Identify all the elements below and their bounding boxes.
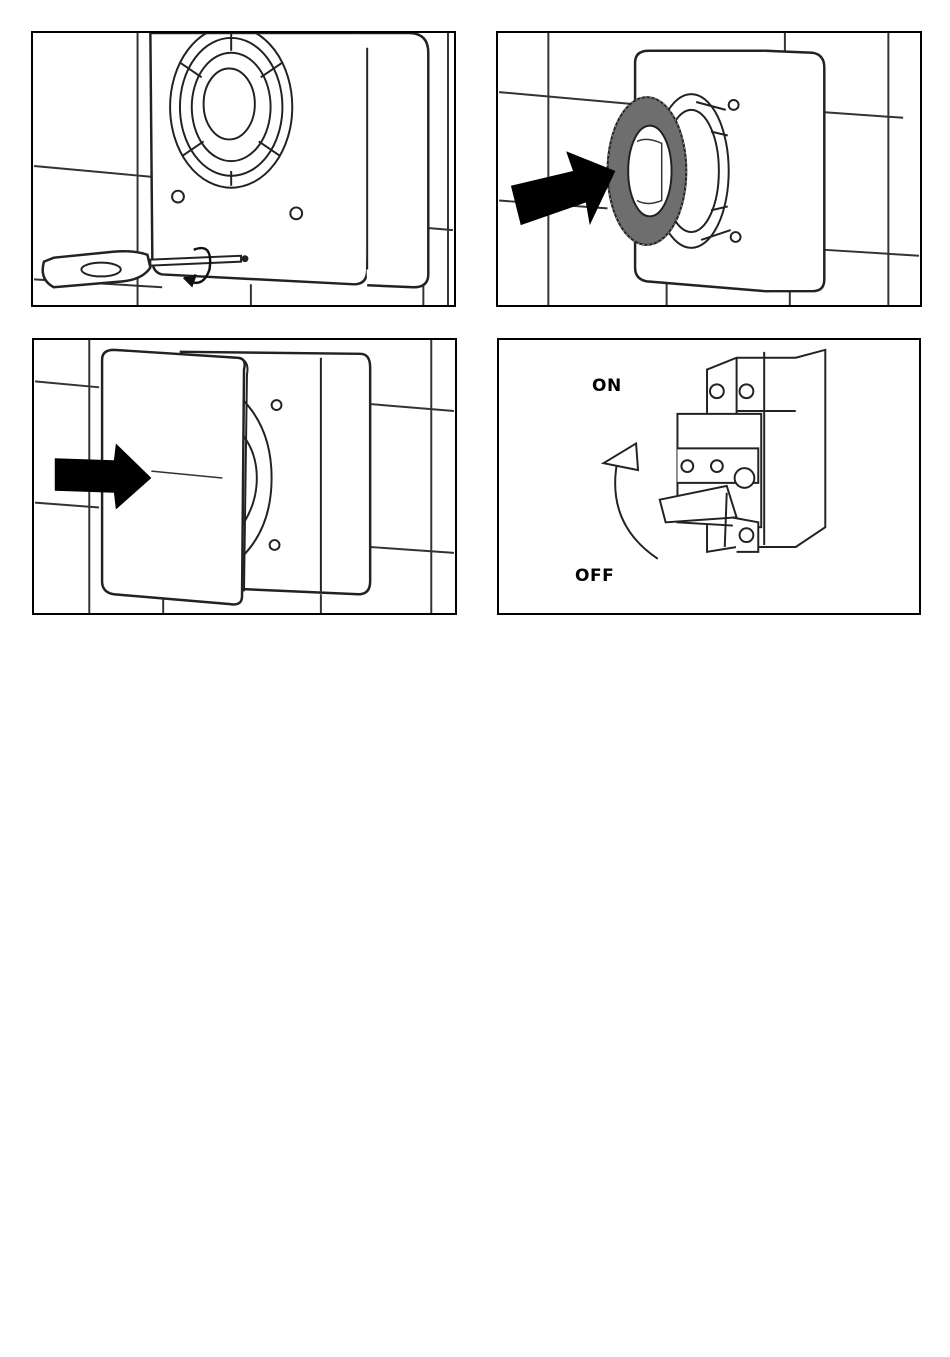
curved-arrow-icon [604, 443, 658, 558]
figure-step-1 [31, 31, 456, 307]
figure-step-2 [496, 31, 922, 307]
wall-fan-cover-illustration [34, 340, 455, 613]
wall-fan-filter-illustration [498, 33, 920, 305]
figure-step-3 [32, 338, 457, 615]
push-arrow-icon [511, 151, 615, 225]
circuit-breaker-icon [660, 350, 826, 552]
wall-fan-screwdriver-illustration [33, 33, 454, 305]
off-label: OFF [575, 566, 614, 586]
circuit-breaker-illustration [499, 340, 919, 613]
foam-filter-icon [607, 97, 686, 245]
on-label: ON [592, 376, 622, 396]
figure-step-4: ON OFF [497, 338, 921, 615]
